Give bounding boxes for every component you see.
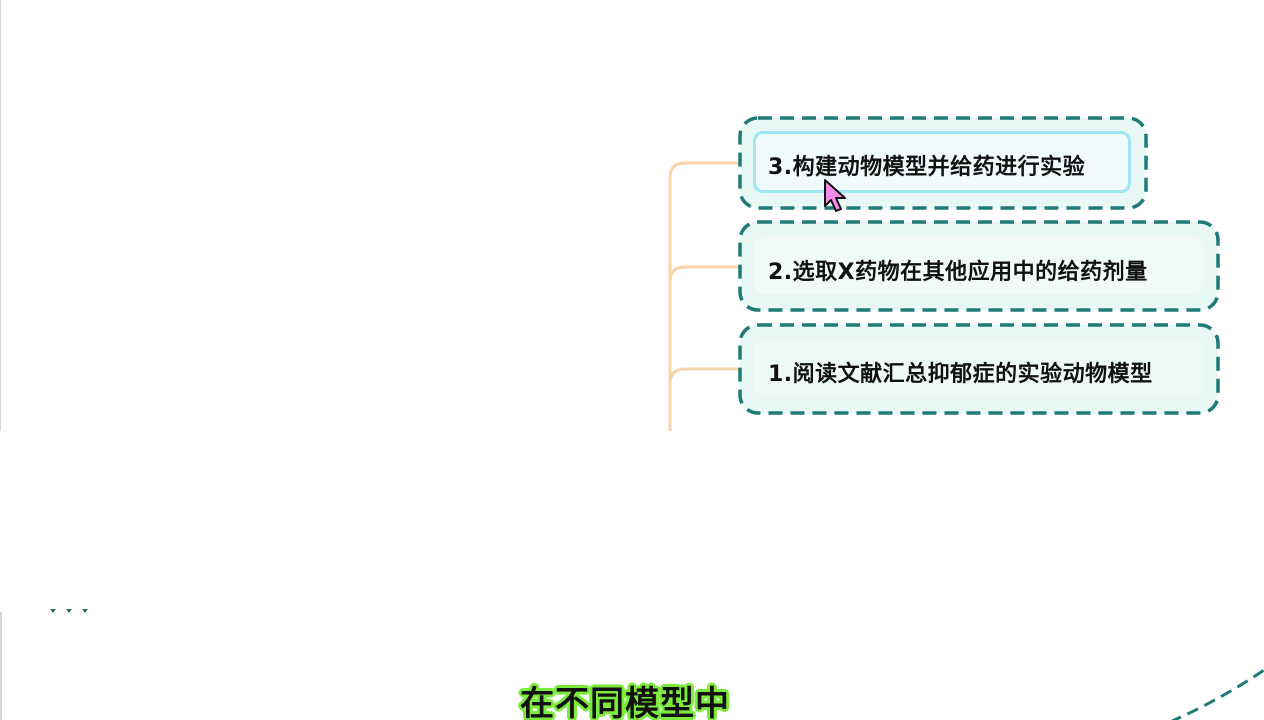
mind-map-canvas: 3.构建动物模型并给药进行实验 2.选取X药物在其他应用中的给药剂量 1.阅读文… bbox=[0, 0, 1220, 431]
mind-map-node-1[interactable]: 1.阅读文献汇总抑郁症的实验动物模型 bbox=[740, 325, 1218, 413]
dashed-arc-decoration bbox=[1170, 668, 1264, 720]
partial-glyphs bbox=[50, 609, 88, 617]
selection-highlight bbox=[753, 131, 1131, 193]
glyph-fragment bbox=[66, 609, 72, 613]
pointer-arrow-icon bbox=[824, 179, 846, 212]
node-body bbox=[754, 236, 1204, 294]
glyph-fragment bbox=[82, 609, 88, 613]
video-subtitle: 在不同模型中 bbox=[520, 684, 730, 720]
glyph-fragment bbox=[50, 609, 56, 613]
node-label: 3.构建动物模型并给药进行实验 bbox=[768, 155, 1086, 180]
mind-map-node-3[interactable]: 3.构建动物模型并给药进行实验 bbox=[740, 118, 1146, 208]
node-body bbox=[754, 339, 1204, 397]
node-label: 2.选取X药物在其他应用中的给药剂量 bbox=[768, 260, 1148, 285]
canvas-edge-line bbox=[0, 612, 2, 720]
mind-map-node-2[interactable]: 2.选取X药物在其他应用中的给药剂量 bbox=[740, 222, 1218, 310]
node-label: 1.阅读文献汇总抑郁症的实验动物模型 bbox=[768, 362, 1153, 387]
